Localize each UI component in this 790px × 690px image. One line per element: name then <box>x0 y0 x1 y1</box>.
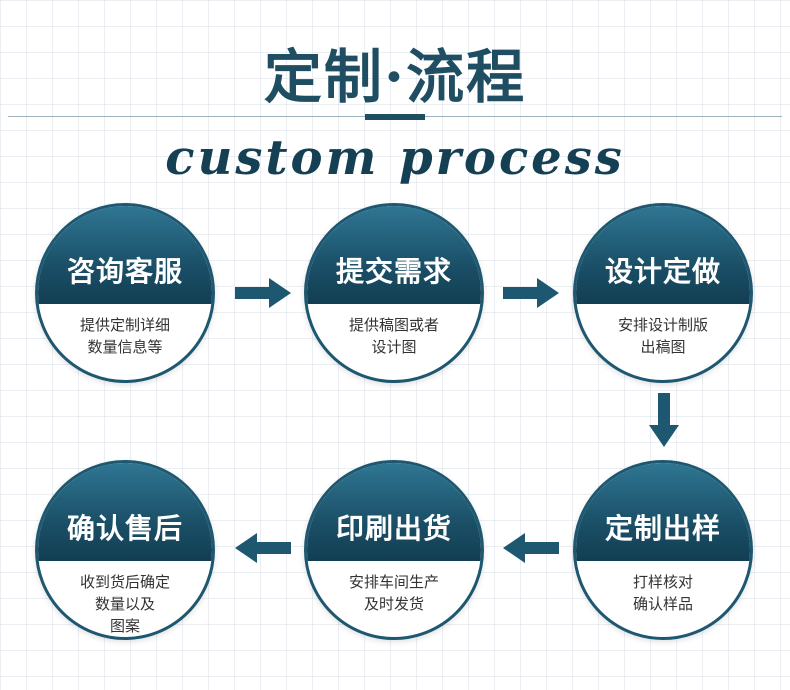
arrow-down-icon <box>649 393 679 447</box>
step-title: 设计定做 <box>604 255 721 288</box>
step-description: 提供稿图或者 设计图 <box>348 316 439 356</box>
step-design-custom: 设计定做 安排设计制版 出稿图 <box>573 203 753 383</box>
step-description: 提供定制详细 数量信息等 <box>79 316 170 356</box>
step-title: 印刷出货 <box>335 512 452 545</box>
step-title: 定制出样 <box>604 512 721 545</box>
step-header: 设计定做 <box>576 206 750 304</box>
step-title: 提交需求 <box>335 255 452 288</box>
step-consult-service: 咨询客服 提供定制详细 数量信息等 <box>35 203 215 383</box>
step-description: 安排设计制版 出稿图 <box>617 316 708 356</box>
step-description: 收到货后确定 数量以及 图案 <box>79 573 170 635</box>
step-header: 定制出样 <box>576 463 750 561</box>
page-subtitle: custom process <box>165 130 625 186</box>
arrow-left-icon <box>235 533 291 563</box>
step-submit-request: 提交需求 提供稿图或者 设计图 <box>304 203 484 383</box>
step-title: 咨询客服 <box>66 255 183 288</box>
arrow-left-icon <box>503 533 559 563</box>
arrow-right-icon <box>235 278 291 308</box>
step-description: 打样核对 确认样品 <box>632 573 693 613</box>
page-title: 定制·流程 <box>263 43 527 111</box>
step-print-ship: 印刷出货 安排车间生产 及时发货 <box>304 460 484 640</box>
step-header: 提交需求 <box>307 206 481 304</box>
arrow-right-icon <box>503 278 559 308</box>
step-custom-sample: 定制出样 打样核对 确认样品 <box>573 460 753 640</box>
step-header: 确认售后 <box>38 463 212 561</box>
step-header: 咨询客服 <box>38 206 212 304</box>
step-confirm-after-sales: 确认售后 收到货后确定 数量以及 图案 <box>35 460 215 640</box>
title-divider-accent <box>365 114 425 120</box>
step-title: 确认售后 <box>66 512 183 545</box>
step-description: 安排车间生产 及时发货 <box>348 573 439 613</box>
step-header: 印刷出货 <box>307 463 481 561</box>
